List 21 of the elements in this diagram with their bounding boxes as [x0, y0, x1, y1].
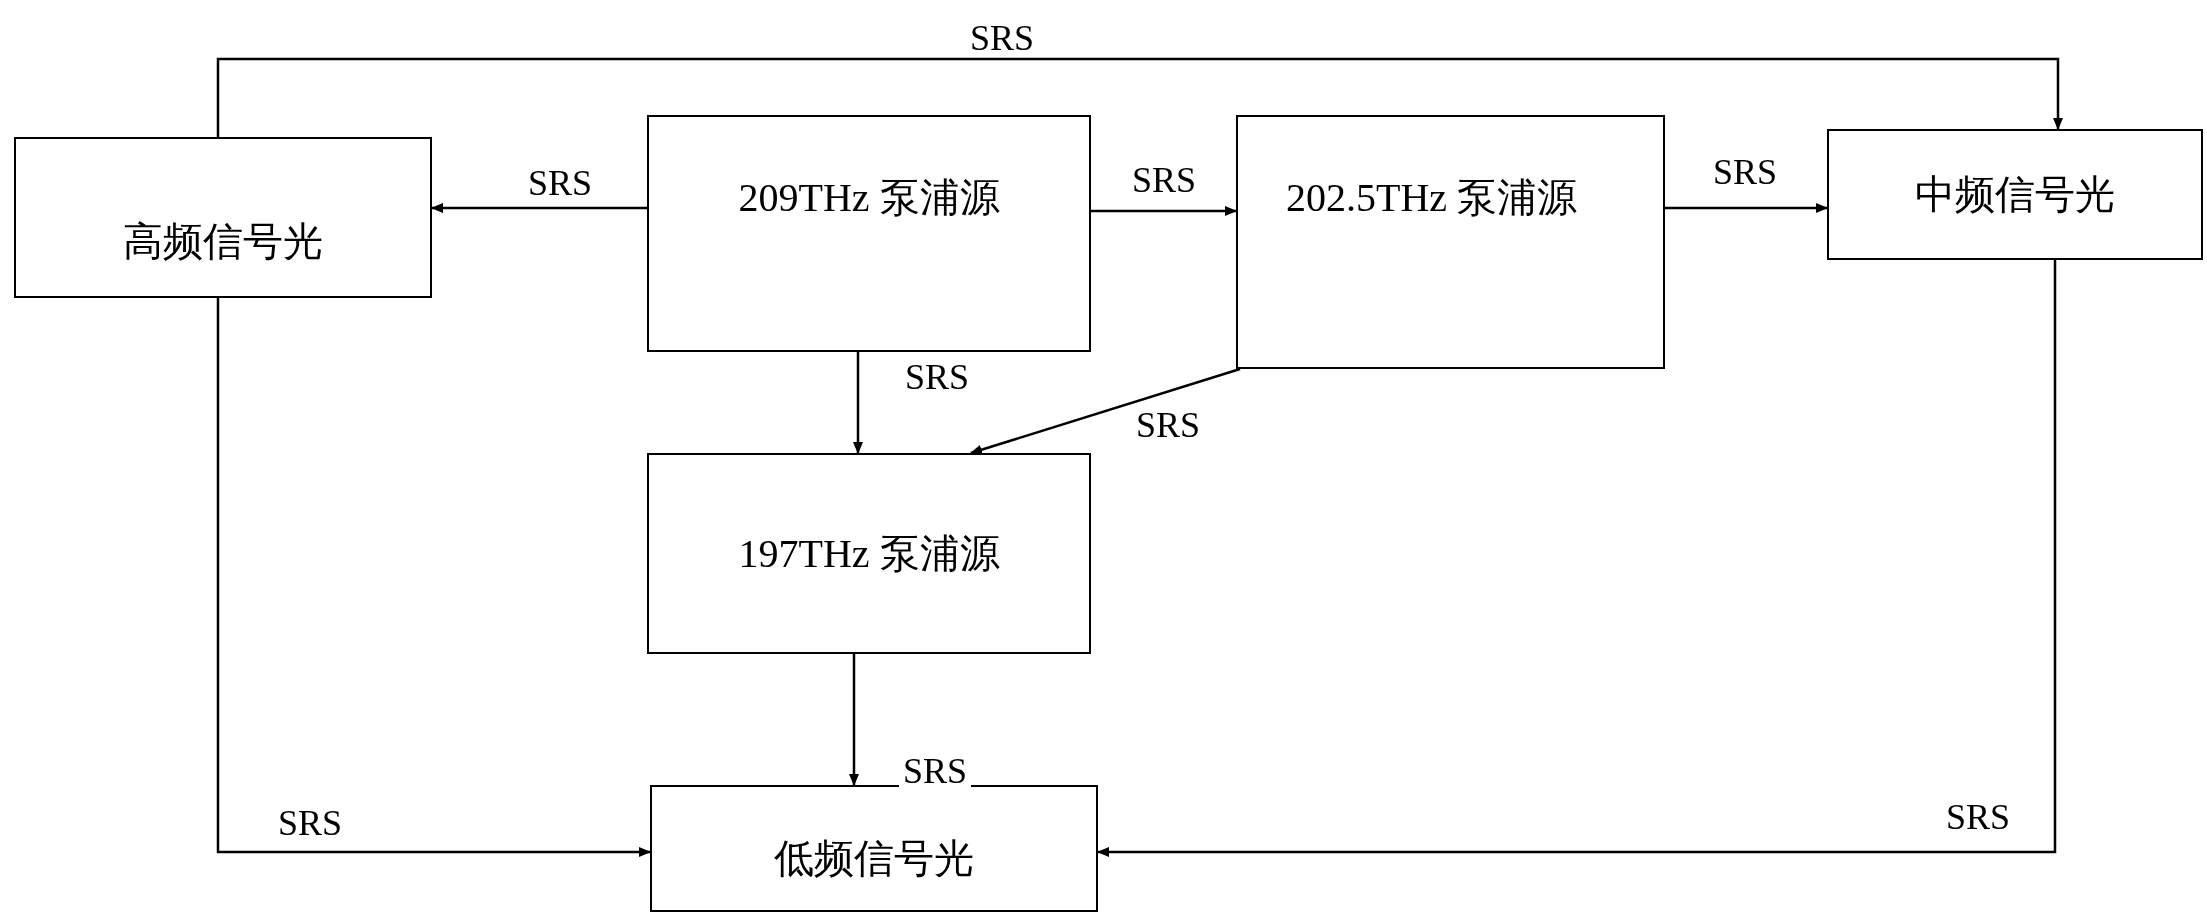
box-label: 中频信号光	[1915, 170, 2115, 219]
process-box	[1827, 129, 2203, 260]
arrow	[216, 298, 651, 857]
arrow	[431, 203, 647, 213]
arrow	[1091, 206, 1237, 216]
arrow	[216, 57, 2063, 137]
process-box	[647, 115, 1091, 352]
process-box	[647, 453, 1091, 654]
process-box	[650, 785, 1098, 912]
arrow	[1665, 203, 1828, 213]
arrow	[970, 367, 1241, 455]
arrow	[1097, 260, 2057, 857]
box-label: 202.5THz 泵浦源	[1286, 174, 1578, 222]
box-label: 低频信号光	[774, 834, 974, 883]
box-label: 高频信号光	[123, 217, 323, 266]
arrow	[849, 654, 859, 786]
process-box	[1236, 115, 1665, 369]
process-box	[14, 137, 432, 298]
box-label: 197THz 泵浦源	[738, 529, 1000, 578]
arrow	[853, 352, 863, 454]
box-label: 209THz 泵浦源	[738, 174, 1000, 222]
